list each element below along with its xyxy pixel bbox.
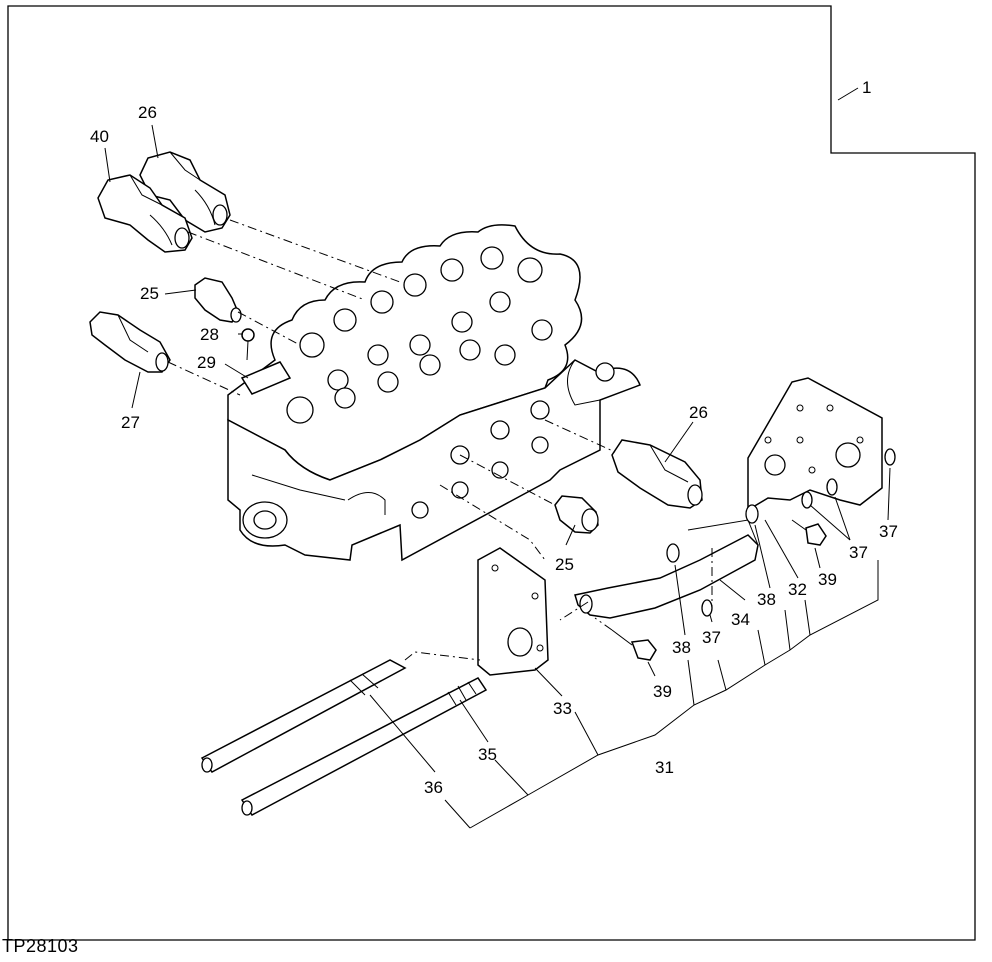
callout-27: 27 xyxy=(121,413,140,432)
rod-35 xyxy=(240,677,488,816)
lever-34 xyxy=(574,519,759,619)
washers-and-screws xyxy=(579,448,896,661)
figure-id: TP28103 xyxy=(2,936,79,956)
valve-body xyxy=(227,224,641,562)
screw-28 xyxy=(241,328,255,361)
callout-32: 32 xyxy=(788,580,807,599)
relief-valve-26-upper xyxy=(139,151,231,233)
callout-labels: 1 26 40 25 28 29 27 26 25 37 37 39 32 38… xyxy=(90,78,898,797)
plate-29 xyxy=(240,361,292,395)
callout-37-right: 37 xyxy=(849,543,868,562)
callout-33: 33 xyxy=(553,699,572,718)
callout-38-right: 38 xyxy=(757,590,776,609)
callout-37-far-right: 37 xyxy=(879,522,898,541)
callout-29: 29 xyxy=(197,353,216,372)
callout-35: 35 xyxy=(478,745,497,764)
callout-39-upper: 39 xyxy=(818,570,837,589)
leader-lines xyxy=(104,87,891,829)
assembly-lines xyxy=(167,219,713,661)
plug-25-upper xyxy=(194,277,242,323)
relief-valve-40 xyxy=(97,174,193,253)
callout-37-center: 37 xyxy=(702,628,721,647)
callout-26-upper: 26 xyxy=(138,103,157,122)
callout-40: 40 xyxy=(90,127,109,146)
callout-39-lower: 39 xyxy=(653,682,672,701)
callout-1: 1 xyxy=(862,78,871,97)
relief-valve-26-right xyxy=(611,439,703,509)
callout-36: 36 xyxy=(424,778,443,797)
callout-25-lower: 25 xyxy=(555,555,574,574)
valve-27 xyxy=(89,311,171,373)
callout-28: 28 xyxy=(200,325,219,344)
bracket-32 xyxy=(747,377,883,512)
callout-31: 31 xyxy=(655,758,674,777)
callout-34: 34 xyxy=(731,610,750,629)
diagram-frame xyxy=(7,5,976,941)
plug-25-lower xyxy=(554,495,599,534)
callout-26-right: 26 xyxy=(689,403,708,422)
rod-36 xyxy=(200,659,407,773)
bracket-33 xyxy=(477,547,549,676)
callout-25-upper: 25 xyxy=(140,284,159,303)
callout-38-left: 38 xyxy=(672,638,691,657)
